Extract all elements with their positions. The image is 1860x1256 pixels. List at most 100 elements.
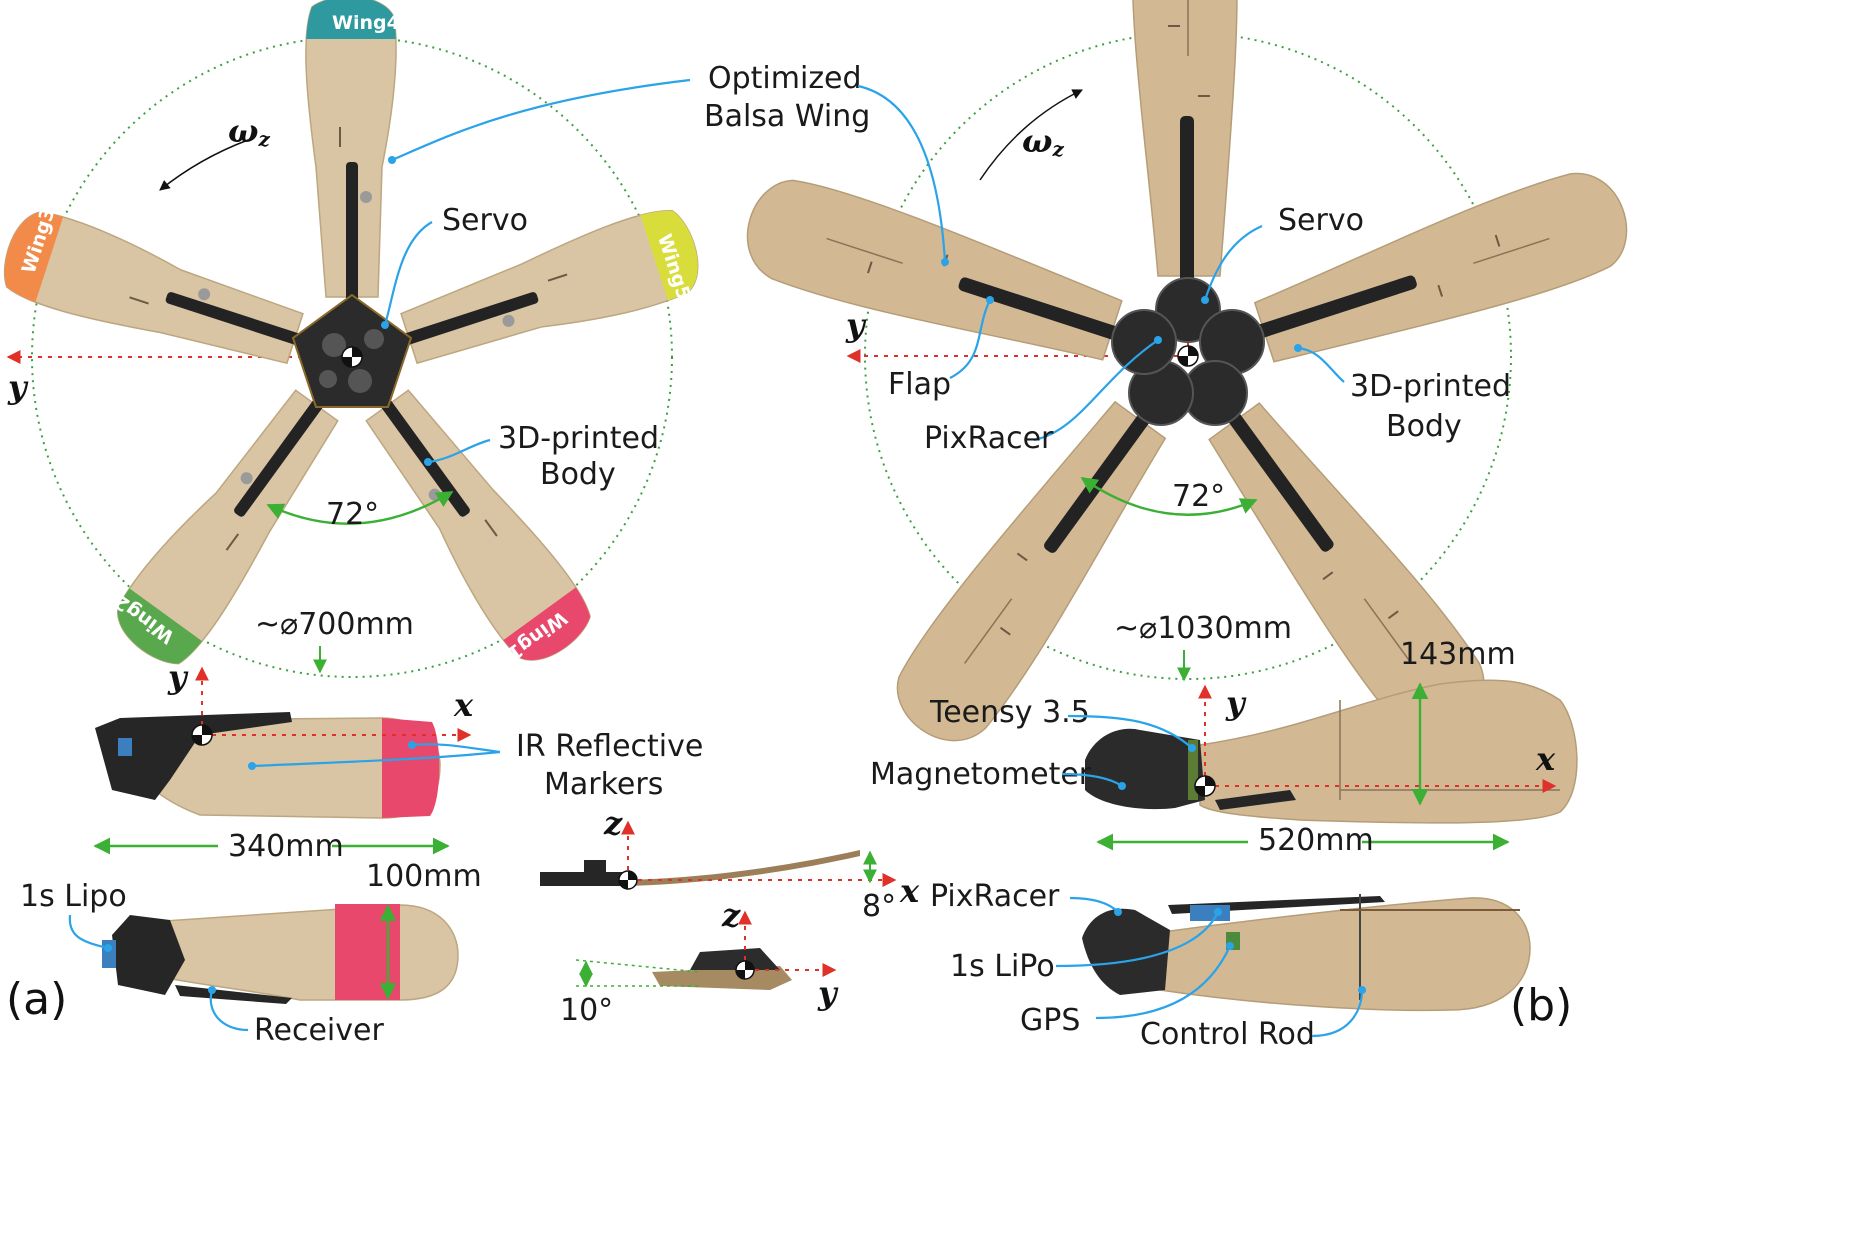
- omega-symbol-a: ω: [228, 112, 258, 150]
- center-of-mass-side2: [735, 960, 755, 980]
- leader-pixracer-b: [1033, 339, 1159, 442]
- lipo-label-a: 1s Lipo: [20, 879, 127, 914]
- center-of-mass-a2: [191, 724, 213, 746]
- center-of-mass-side1: [618, 870, 638, 890]
- leader-teensy: [1067, 714, 1193, 749]
- receiver-label: Receiver: [254, 1013, 384, 1048]
- leader-optimized-a: [391, 78, 691, 162]
- wing-a-single-tip: [382, 718, 440, 818]
- leader-body-b: [1297, 346, 1345, 383]
- leader-lipo-a: [68, 914, 109, 950]
- leader-flap: [949, 299, 991, 379]
- omega-symbol-b: ω: [1022, 122, 1052, 160]
- optimized-label-2: Balsa Wing: [704, 99, 870, 134]
- leader-receiver: [209, 989, 249, 1032]
- panel-b-single-wing: x y 143mm Teensy 3.5 Magnetometer 520mm: [870, 637, 1578, 858]
- body-label-a-2: Body: [540, 457, 616, 492]
- length-label-a: 340mm: [228, 829, 344, 864]
- servo-label-a: Servo: [442, 203, 528, 238]
- height-label-a: 100mm: [366, 859, 482, 894]
- z-axis-label-side2: z: [721, 896, 741, 934]
- omega-sub-a: z: [257, 127, 270, 151]
- tilt-label-8: 8°: [862, 889, 896, 924]
- panel-label-a: (a): [6, 974, 67, 1025]
- wing4-label: Wing4: [332, 12, 400, 34]
- rotor-a: Wing4 Wing5 Wing1 Wing2 Wing3: [0, 0, 710, 677]
- body-hub-b: [1111, 277, 1265, 426]
- pixracer-label-b2: PixRacer: [930, 879, 1060, 914]
- wing-a-4: Wing4: [304, 0, 400, 313]
- teensy-label: Teensy 3.5: [929, 695, 1090, 730]
- rotation-arrow-a: [159, 139, 249, 191]
- panel-a-top-view: x y Wing4 Wing5 Wing1 Wing2: [0, 0, 710, 678]
- panel-label-b: (b): [1510, 980, 1572, 1031]
- diameter-label-b: ~⌀1030mm: [1114, 611, 1292, 646]
- control-rod-label: Control Rod: [1140, 1017, 1315, 1052]
- wing-a-elec: [149, 904, 459, 1001]
- x-axis-label-b2: x: [1535, 740, 1556, 778]
- leader-optimized-b: [857, 84, 947, 263]
- wing-b-1: [1131, 0, 1239, 307]
- ir-label-2: Markers: [544, 767, 663, 802]
- height-label-b: 143mm: [1400, 637, 1516, 672]
- length-label-b: 520mm: [1258, 823, 1374, 858]
- leader-pixracer-b2: [1069, 896, 1119, 913]
- magnetometer-label: Magnetometer: [870, 757, 1092, 792]
- y-axis-label-b: y: [845, 306, 867, 344]
- angle-arc-a: [266, 490, 454, 525]
- angle-arc-b: [1080, 477, 1258, 516]
- center-of-mass-b2: [1194, 775, 1216, 797]
- omega-label-b: ωz: [1022, 122, 1064, 161]
- z-axis-label-side1: z: [603, 804, 623, 842]
- gps-label: GPS: [1020, 1003, 1080, 1038]
- body-label-b-2: Body: [1386, 409, 1462, 444]
- wing-a-3: Wing3: [0, 202, 324, 388]
- wing-b-single-body: [1085, 728, 1205, 810]
- wing-b-2: [1217, 160, 1641, 389]
- x-axis-label-a2: x: [453, 686, 474, 724]
- rotor-b: [733, 0, 1641, 762]
- omega-label-a: ωz: [228, 112, 270, 151]
- panel-a-electronics: 100mm 1s Lipo Receiver (a): [6, 859, 482, 1048]
- body-label-b-1: 3D-printed: [1350, 369, 1511, 404]
- center-of-mass-b: [1177, 345, 1199, 367]
- diameter-label-a: ~⌀700mm: [255, 607, 414, 642]
- wing-b-elec: [1138, 897, 1531, 1012]
- leader-body-a: [427, 438, 491, 464]
- leader-ir-1: [251, 750, 501, 768]
- panel-b-electronics: PixRacer 1s LiPo GPS Control Rod (b): [930, 879, 1572, 1052]
- wing-a-5: Wing5: [379, 200, 710, 387]
- flap-label: Flap: [888, 367, 951, 402]
- omega-sub-b: z: [1051, 137, 1064, 161]
- angle-label-b: 72°: [1172, 479, 1225, 514]
- panel-a-single-wing: x y IR Reflective Markers 340mm: [93, 658, 703, 864]
- leader-ir-2: [411, 743, 501, 754]
- angle-label-a: 72°: [326, 497, 379, 532]
- side-view-y: z y 10°: [560, 896, 839, 1028]
- optimized-label-1: Optimized: [708, 61, 862, 96]
- wing-b-5: [733, 166, 1157, 395]
- rotation-arrow-b: [979, 89, 1083, 181]
- leader-servo-a: [383, 221, 433, 326]
- leader-lipo-b: [1055, 911, 1219, 968]
- servo-label-b: Servo: [1278, 203, 1364, 238]
- y-axis-label-side: y: [817, 974, 839, 1012]
- y-axis-label-b2: y: [1225, 684, 1247, 722]
- wing-b-single: [1199, 679, 1578, 824]
- x-axis-label-side: x: [899, 872, 920, 910]
- leader-control-rod: [1311, 989, 1364, 1038]
- pixracer-label-b: PixRacer: [924, 421, 1054, 456]
- body-label-a-1: 3D-printed: [498, 421, 659, 456]
- wing-a-single-body: [95, 712, 292, 800]
- center-of-mass-a: [341, 346, 363, 368]
- diameter-circle-a: [31, 36, 673, 678]
- diameter-circle-b: [864, 32, 1512, 680]
- y-axis-label-a: y: [7, 368, 29, 406]
- ir-label-1: IR Reflective: [516, 729, 703, 764]
- panel-b-top-view: x y ωz: [733, 0, 1641, 762]
- lipo-label-b: 1s LiPo: [950, 949, 1055, 984]
- leader-gps: [1095, 945, 1232, 1020]
- y-axis-label-a2: y: [167, 658, 189, 696]
- side-view-x: z x 8°: [540, 804, 920, 924]
